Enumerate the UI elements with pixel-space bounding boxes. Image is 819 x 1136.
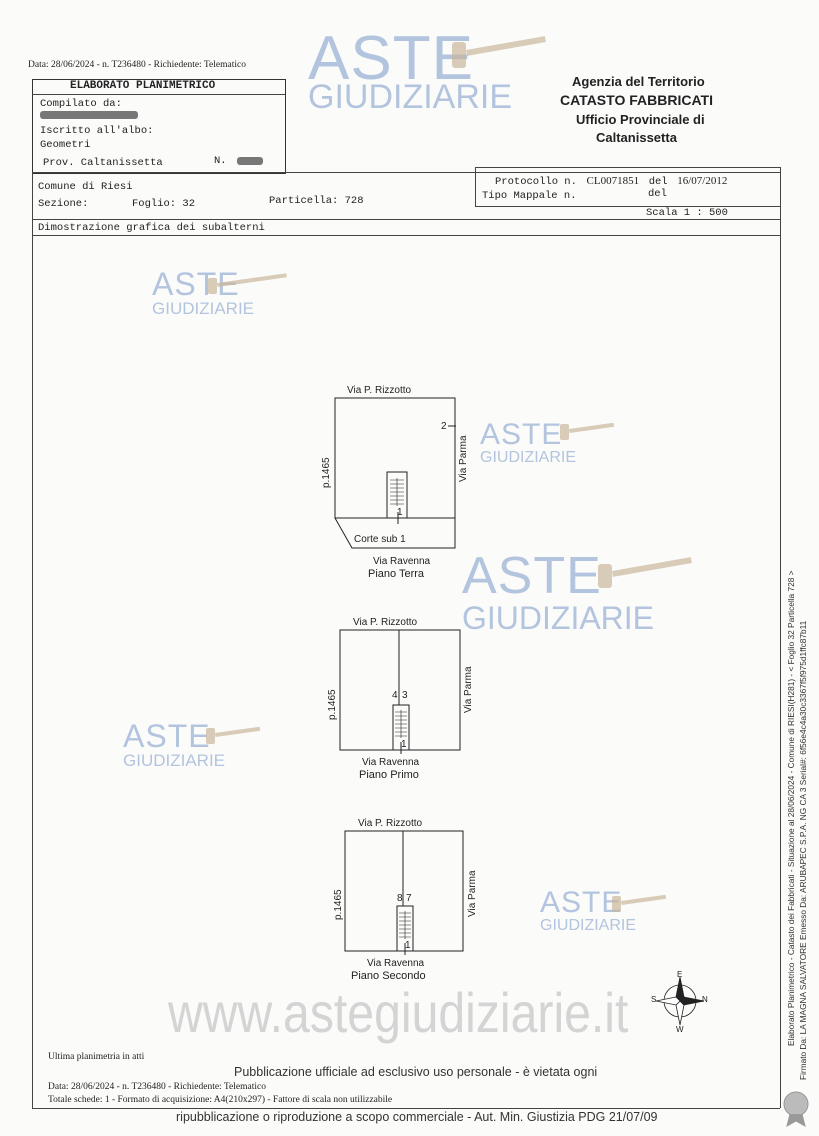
floor-label: Piano Primo (359, 769, 419, 781)
foglio: Foglio: 32 (132, 198, 196, 210)
tipo-del: del (648, 188, 667, 200)
east-street: Via Parma (458, 435, 469, 482)
form-header-box (32, 79, 286, 174)
west-label: p.1465 (333, 889, 344, 920)
west-label: p.1465 (327, 689, 338, 720)
north-street: Via P. Rizzotto (358, 818, 423, 829)
form-title: ELABORATO PLANIMETRICO (70, 80, 216, 92)
particella: Particella: 728 (269, 195, 364, 207)
sub-number: 3 (402, 690, 408, 701)
seal-icon (783, 1091, 809, 1127)
plan-piano-secondo (344, 830, 464, 955)
sub-number: 1 (405, 940, 411, 951)
compilato-label: Compilato da: (40, 98, 122, 110)
agency-city: Caltanissetta (596, 130, 677, 145)
agency-ufficio: Ufficio Provinciale di (576, 112, 705, 127)
plan-piano-terra (334, 397, 456, 549)
west-label: p.1465 (321, 457, 332, 488)
court-label: Corte sub 1 (354, 534, 406, 545)
province: Prov. Caltanissetta (43, 157, 163, 169)
north-street: Via P. Rizzotto (353, 617, 418, 628)
comune: Comune di Riesi (38, 181, 133, 193)
redacted-name (40, 111, 138, 119)
watermark-logo: ASTE GIUDIZIARIE (462, 547, 655, 636)
floor-label: Piano Secondo (351, 970, 426, 982)
south-street: Via Ravenna (362, 757, 420, 768)
publication-notice-2: ripubblicazione o riproduzione a scopo c… (176, 1110, 658, 1124)
compass-rose-icon (655, 976, 705, 1026)
south-street: Via Ravenna (367, 958, 425, 969)
footer-totale: Totale schede: 1 - Formato di acquisizio… (48, 1095, 393, 1105)
watermark-logo: ASTE GIUDIZIARIE (123, 718, 226, 770)
side-text-signature: Firmato Da: LA MAGNA SALVATORE Emesso Da… (798, 620, 808, 1080)
section-title: Dimostrazione grafica dei subalterni (38, 222, 265, 234)
watermark-logo: ASTE GIUDIZIARIE (540, 886, 637, 934)
redacted-number (237, 157, 263, 165)
watermark-site: www.astegiudiziarie.it (168, 981, 629, 1044)
sub-number: 1 (401, 739, 407, 750)
east-street: Via Parma (467, 870, 478, 917)
south-street: Via Ravenna (373, 556, 431, 567)
n-label: N. (214, 155, 227, 167)
agency-name: Agenzia del Territorio (572, 74, 705, 89)
compass-e: E (677, 970, 683, 979)
request-header: Data: 28/06/2024 - n. T236480 - Richiede… (28, 60, 246, 70)
iscritto-label: Iscritto all'albo: (40, 125, 154, 137)
compass-n: N (702, 995, 708, 1004)
compass-w: W (676, 1025, 684, 1034)
footer-data: Data: 28/06/2024 - n. T236480 - Richiede… (48, 1082, 266, 1092)
watermark-logo-top: ASTE GIUDIZIARIE (308, 24, 513, 116)
tipo-mappale: Tipo Mappale n. (482, 190, 577, 202)
sezione: Sezione: (38, 198, 89, 210)
east-street: Via Parma (463, 666, 474, 713)
scale: Scala 1 : 500 (646, 207, 728, 219)
sub-number: 1 (397, 507, 403, 518)
watermark-logo: ASTE GIUDIZIARIE (480, 418, 577, 466)
albo-value: Geometri (40, 139, 91, 151)
sub-number: 4 (392, 690, 398, 701)
sub-number: 7 (406, 893, 412, 904)
protocollo: Protocollo n. CL0071851 del 16/07/2012 (495, 175, 728, 188)
agency-office: CATASTO FABBRICATI (560, 92, 713, 108)
plan-piano-primo (339, 629, 461, 754)
ultima-planimetria: Ultima planimetria in atti (48, 1052, 145, 1062)
publication-notice-1: Pubblicazione ufficiale ad esclusivo uso… (234, 1065, 598, 1079)
sub-number: 2 (441, 421, 447, 432)
compass-s: S (651, 995, 657, 1004)
sub-number: 8 (397, 893, 403, 904)
floor-label: Piano Terra (368, 568, 425, 580)
north-street: Via P. Rizzotto (347, 385, 412, 396)
side-text-elaborato: Elaborato Planimetrico - Catasto dei Fab… (786, 570, 796, 1046)
